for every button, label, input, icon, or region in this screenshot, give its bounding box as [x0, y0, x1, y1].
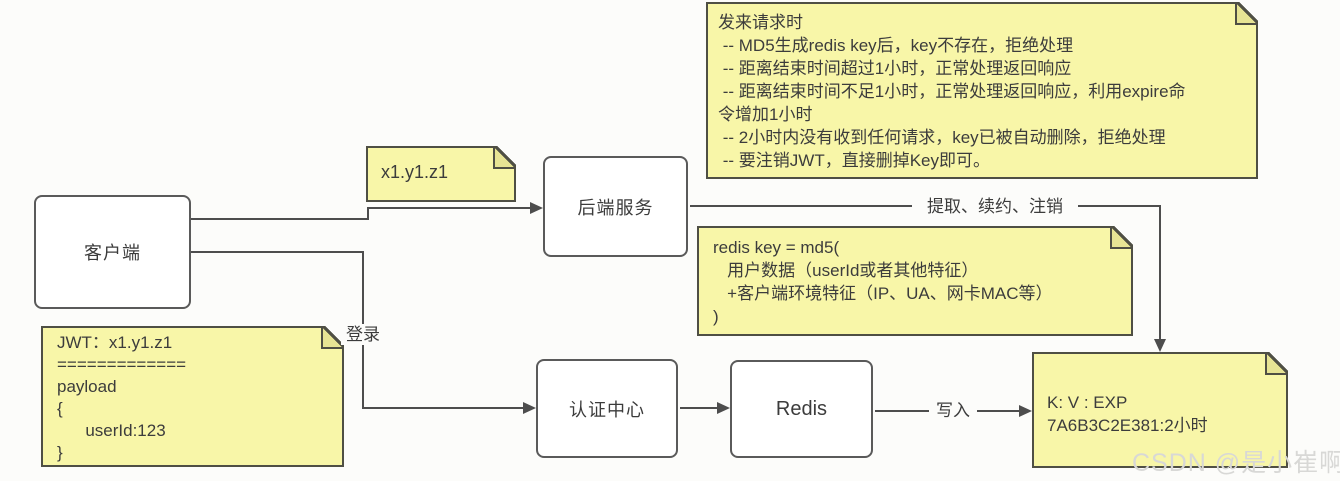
- auth-center-box-label: 认证中心: [569, 399, 645, 420]
- note-jwt-payload-text: JWT：x1.y1.z1 ============= payload { use…: [57, 333, 187, 462]
- redis-box-label: Redis: [775, 397, 828, 420]
- auth-center-box: 认证中心: [536, 359, 678, 458]
- note-token-text: x1.y1.z1: [381, 162, 449, 182]
- client-box-label: 客户端: [84, 243, 141, 263]
- note-key-value-exp: K: V : EXP 7A6B3C2E381:2小时: [1032, 352, 1288, 468]
- arrowhead-kv-note-top: [1154, 339, 1166, 352]
- redis-box: Redis: [730, 360, 873, 458]
- csdn-watermark: CSDN @是小崔啊: [1132, 449, 1340, 477]
- note-fold-icon: [493, 146, 516, 169]
- note-redis-key-formula: redis key = md5( 用户数据（userId或者其他特征） +客户端…: [697, 226, 1133, 336]
- backend-service-box-label: 后端服务: [577, 197, 654, 218]
- note-fold-icon: [1235, 2, 1258, 25]
- backend-service-box: 后端服务: [543, 156, 688, 257]
- edge-label-login: 登录: [341, 324, 385, 345]
- note-key-value-exp-text: K: V : EXP 7A6B3C2E381:2小时: [1047, 393, 1208, 435]
- note-jwt-payload: JWT：x1.y1.z1 ============= payload { use…: [41, 326, 344, 467]
- note-redis-key-formula-text: redis key = md5( 用户数据（userId或者其他特征） +客户端…: [713, 238, 1053, 326]
- note-request-rules-text: 发来请求时 -- MD5生成redis key后，key不存在，拒绝处理 -- …: [718, 13, 1186, 170]
- connector-backend-to-kv-note: [690, 205, 1161, 340]
- arrowhead-redis: [717, 402, 730, 414]
- arrowhead-auth: [523, 402, 536, 414]
- edge-label-extract-renew-logout: 提取、续约、注销: [912, 196, 1078, 217]
- note-fold-icon: [1265, 352, 1288, 375]
- note-request-rules: 发来请求时 -- MD5生成redis key后，key不存在，拒绝处理 -- …: [706, 2, 1258, 179]
- arrowhead-backend: [530, 202, 543, 214]
- arrowhead-kv-note-left: [1019, 405, 1032, 417]
- note-token: x1.y1.z1: [366, 146, 516, 202]
- edge-label-write: 写入: [929, 400, 977, 421]
- note-fold-icon: [321, 326, 344, 349]
- note-fold-icon: [1110, 226, 1133, 249]
- client-box: 客户端: [34, 195, 191, 309]
- connector-client-to-backend: [191, 207, 531, 220]
